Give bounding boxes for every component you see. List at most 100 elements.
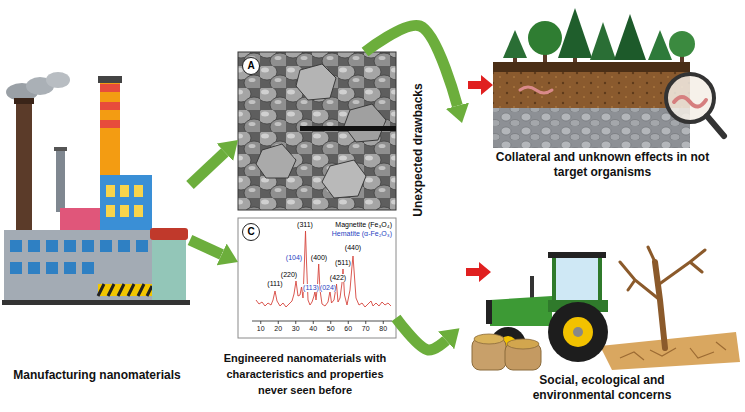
factory-illustration	[136, 240, 148, 252]
xrd-pattern	[261, 321, 384, 324]
tractor-dry-land-illustration	[486, 300, 492, 324]
chart-legend-text: Hematite (α-Fe₂O₃)	[332, 230, 392, 238]
factory-illustration	[14, 98, 34, 104]
factory-illustration	[120, 205, 129, 217]
forest-soil-illustration	[468, 8, 724, 148]
forest-soil-illustration	[493, 62, 690, 72]
axis-tick-label: 70	[362, 325, 370, 333]
factory-illustration	[10, 240, 22, 252]
axis-tick-label: 60	[344, 325, 352, 333]
illustration-space	[465, 8, 740, 150]
factory-illustration	[2, 300, 190, 305]
panel-letter: A	[242, 57, 260, 75]
peak-label: (024)	[320, 284, 336, 292]
factory-illustration	[100, 82, 120, 182]
tractor-dry-land-illustration	[620, 247, 705, 300]
axis-tick-label: 80	[379, 325, 387, 333]
peak-label: (400)	[311, 254, 327, 262]
tractor-dry-land-illustration	[556, 258, 598, 300]
sem-crystals	[296, 64, 336, 100]
peak-label: (422)	[330, 274, 346, 282]
peak-label: (111)	[267, 280, 282, 288]
factory-illustration	[4, 230, 154, 300]
axis-tick-label: 30	[292, 325, 300, 333]
forest-soil-illustration	[648, 30, 672, 60]
sem-crystals	[256, 64, 396, 198]
factory-illustration	[150, 228, 188, 240]
forest-soil-illustration	[468, 75, 493, 95]
factory-illustration	[54, 147, 67, 151]
factory-illustration	[82, 262, 94, 274]
factory-illustration	[28, 240, 40, 252]
factory-illustration	[100, 240, 112, 252]
factory-illustration	[46, 262, 58, 274]
tractor-dry-land-illustration	[548, 252, 606, 258]
forest-soil-illustration	[614, 14, 646, 60]
ecosystem-node: Collateral and unknown effects in not ta…	[465, 8, 740, 180]
panel-letter: C	[242, 223, 260, 241]
factory-illustration	[152, 238, 186, 300]
peak-label: (311)	[297, 221, 313, 229]
factory-illustration	[98, 284, 152, 296]
node-caption: Social, ecological and environmental con…	[502, 373, 702, 403]
chart-legend-text: Magnetite (Fe₃O₄)	[335, 221, 392, 229]
peak-label: (113)	[303, 284, 319, 292]
illustration-space	[462, 228, 742, 373]
peak-label: (511)	[335, 259, 351, 267]
agriculture-node: Social, ecological and environmental con…	[462, 228, 742, 403]
factory-illustration	[98, 284, 152, 296]
factory-illustration	[64, 240, 76, 252]
factory-illustration	[28, 262, 40, 274]
illustration-space	[4, 75, 190, 368]
forest-soil-illustration	[493, 72, 690, 108]
flow-arrow	[190, 152, 225, 185]
factory-illustration	[2, 72, 190, 305]
sem-crystals	[256, 144, 296, 178]
panel-caption: Engineered nanomaterials with characteri…	[212, 350, 398, 398]
forest-soil-illustration	[503, 30, 527, 58]
xrd-pattern	[252, 321, 392, 322]
axis-tick-label: 10	[257, 325, 265, 333]
illustration-space	[238, 52, 396, 210]
sem-crystals	[300, 126, 396, 131]
vertical-label: Unexpected drawbacks	[411, 83, 425, 216]
axis-tick-label: 40	[309, 325, 317, 333]
factory-illustration	[100, 84, 120, 92]
tractor-dry-land-illustration	[573, 327, 583, 337]
tractor-dry-land-illustration	[466, 247, 740, 370]
forest-soil-illustration	[590, 22, 616, 60]
peak-label: (220)	[281, 271, 297, 279]
factory-illustration	[120, 185, 129, 197]
xrd-pattern	[256, 231, 391, 307]
forest-soil-illustration	[558, 8, 592, 58]
factory-illustration	[64, 262, 76, 274]
node-caption: Manufacturing nanomaterials	[7, 368, 187, 383]
factory-illustration	[100, 120, 120, 128]
factory-illustration	[100, 102, 120, 110]
forest-soil-illustration	[493, 108, 690, 148]
factory-illustration	[82, 240, 94, 252]
factory-illustration	[134, 205, 143, 217]
tractor-dry-land-illustration	[507, 339, 539, 349]
tractor-dry-land-illustration	[490, 296, 552, 326]
sem-micrograph	[238, 52, 396, 210]
tractor-dry-land-illustration	[530, 276, 534, 298]
xrd-pattern	[238, 218, 396, 338]
tractor-dry-land-illustration	[563, 317, 593, 347]
forest-soil-illustration	[528, 21, 562, 55]
xrd-pattern	[238, 218, 396, 338]
tractor-dry-land-illustration	[466, 262, 491, 282]
factory-illustration	[10, 262, 22, 274]
tractor-dry-land-illustration	[474, 334, 504, 344]
factory-illustration	[98, 76, 122, 83]
node-caption: Collateral and unknown effects in not ta…	[487, 150, 719, 180]
forest-soil-illustration	[520, 87, 552, 93]
forest-soil-illustration	[669, 31, 695, 57]
axis-tick-label: 50	[327, 325, 335, 333]
factory-illustration	[118, 240, 130, 252]
tractor-dry-land-illustration	[655, 262, 665, 348]
